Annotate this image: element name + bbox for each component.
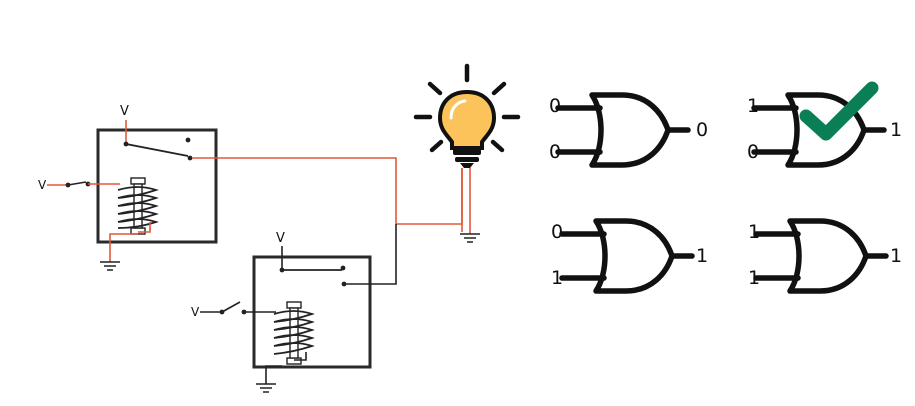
relay-bottom: V V: [191, 224, 397, 393]
gate-4-output: 1: [890, 245, 902, 267]
gate-3-output: 1: [696, 245, 708, 267]
relay-bottom-input-switch: [221, 301, 241, 313]
or-gate-4: 1 1 1: [748, 221, 902, 291]
or-gate-2: 1 0 1: [747, 81, 902, 165]
ground-icon: [256, 383, 276, 393]
gate-1-input-a: 0: [549, 95, 561, 117]
or-gate-1: 0 0 0: [549, 95, 708, 165]
wire-bottom-relay-to-bulb: [344, 224, 397, 285]
relay-top-terminal-nc: [185, 137, 191, 143]
relay-top-switch-voltage: V: [38, 178, 47, 192]
gate-4-input-b: 1: [748, 267, 760, 289]
relay-top-armature: [125, 143, 189, 157]
relay-top-box: [96, 128, 218, 244]
wire-top-relay-to-bulb: [192, 157, 463, 225]
ground-icon: [100, 261, 120, 271]
gate-2-output: 1: [890, 119, 902, 141]
lightbulb-icon: [413, 63, 521, 234]
relay-top-terminal-no: [187, 155, 193, 161]
gate-1-input-b: 0: [549, 141, 561, 163]
relay-top-input-switch: [67, 181, 87, 186]
gate-3-input-a: 0: [551, 221, 563, 243]
relay-bottom-coil: [273, 301, 315, 365]
gate-3-input-b: 1: [551, 267, 563, 289]
bulb-glass: [437, 89, 497, 150]
relay-top: V V: [38, 104, 218, 271]
relay-top-coil: [117, 177, 159, 235]
or-gate-3: 0 1 1: [551, 221, 708, 291]
coil-icon: [273, 310, 315, 355]
relay-bottom-contact-voltage: V: [276, 231, 285, 246]
gate-2-input-b: 0: [747, 141, 759, 163]
relay-bottom-switch-voltage: V: [191, 305, 200, 319]
gate-1-output: 0: [696, 119, 708, 141]
coil-icon: [117, 186, 159, 229]
gate-4-input-a: 1: [748, 221, 760, 243]
ground-icon: [460, 233, 480, 243]
gate-2-input-a: 1: [747, 95, 759, 117]
relay-top-contact-voltage: V: [120, 104, 129, 119]
check-icon: [799, 81, 879, 141]
